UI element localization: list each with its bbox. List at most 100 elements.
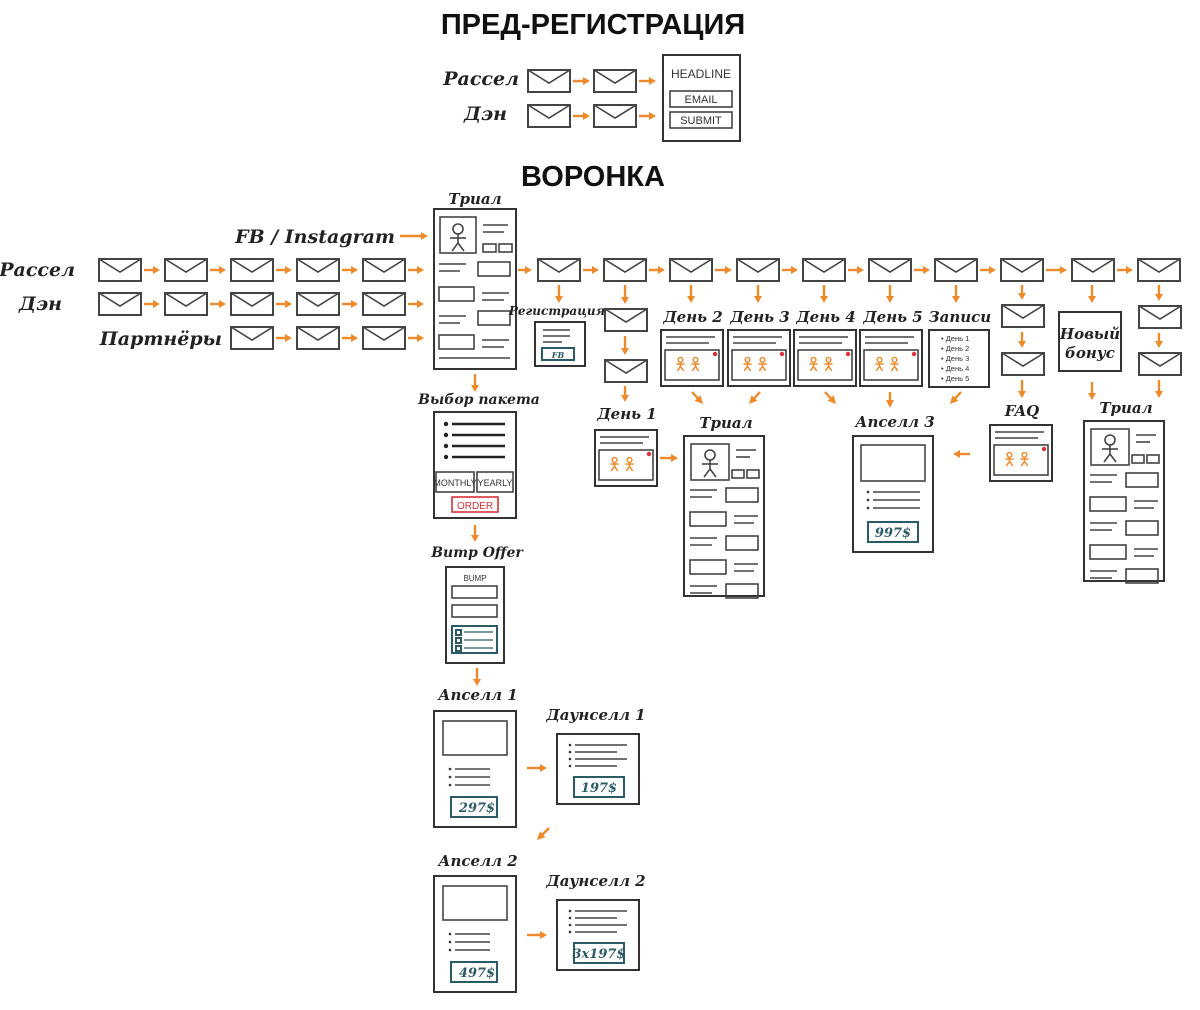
upsell2-page <box>433 875 517 993</box>
envelope-icon <box>868 258 912 282</box>
new-bonus-line2: бонус <box>1065 344 1115 362</box>
trial-mid-label: Триал <box>699 414 752 432</box>
upsell1-page <box>433 710 517 828</box>
downsell2-label: Даунселл 2 <box>545 872 645 890</box>
flow-arrow <box>848 266 864 274</box>
envelope-icon <box>296 326 340 350</box>
records-item-5: • День 5 <box>941 374 969 383</box>
flow-arrow <box>621 386 629 402</box>
trial-right-label: Триал <box>1099 399 1152 417</box>
envelope-icon <box>669 258 713 282</box>
upsell2-label: Апселл 2 <box>437 852 517 870</box>
faq-page <box>989 424 1053 482</box>
pre-reg-dan-label: Дэн <box>463 103 507 125</box>
envelope-icon <box>934 258 978 282</box>
envelope-icon <box>164 258 208 282</box>
pre-reg-russell-label: Рассел <box>442 68 519 90</box>
faq-label: FAQ <box>1004 402 1039 420</box>
envelope-icon <box>527 69 571 93</box>
records-item-4: • День 4 <box>941 364 969 373</box>
flow-arrow <box>144 266 160 274</box>
flow-arrow <box>886 392 894 408</box>
registration-page: FB <box>534 321 586 367</box>
flow-arrow <box>1046 266 1067 274</box>
envelope-icon <box>362 258 406 282</box>
day3-label: День 3 <box>729 308 789 326</box>
pre-reg-arrows <box>573 77 656 120</box>
envelope-icon <box>593 104 637 128</box>
envelope-icon <box>296 292 340 316</box>
upsell1-price: 297$ <box>458 801 495 816</box>
registration-fb: FB <box>551 350 565 360</box>
package-page: MONTHLY YEARLY ORDER <box>433 411 517 519</box>
flow-arrow <box>400 232 428 240</box>
bump-header: BUMP <box>463 574 486 583</box>
flow-arrows <box>144 232 1163 939</box>
envelope-icon <box>1001 352 1045 376</box>
flow-arrow <box>950 391 962 404</box>
flow-arrow <box>342 266 358 274</box>
envelope-icon <box>98 292 142 316</box>
flow-arrow <box>408 334 424 342</box>
flow-arrow <box>583 266 599 274</box>
source-labels: Рассел Дэн Партнёры FB / Instagram <box>0 226 395 350</box>
envelope-icon <box>296 258 340 282</box>
envelope-icon <box>537 258 581 282</box>
envelope-icon <box>1138 352 1182 376</box>
flow-arrow <box>824 391 836 404</box>
title-pre-registration: ПРЕД-РЕГИСТРАЦИЯ <box>441 9 745 41</box>
envelope-icon <box>527 104 571 128</box>
downsell1-price: 197$ <box>581 781 617 796</box>
flow-arrow <box>621 285 629 304</box>
flow-arrow <box>621 336 629 355</box>
flow-arrow <box>1088 382 1096 400</box>
new-bonus-box: Новый бонус <box>1058 311 1122 372</box>
day1-page <box>594 429 658 487</box>
flow-arrow <box>1155 380 1163 398</box>
upsell3-page: 997$ <box>852 435 934 553</box>
flow-arrow <box>471 525 479 542</box>
records-page: • День 1 • День 2 • День 3 • День 4 • Де… <box>928 329 990 388</box>
downsell2-price: 3x197$ <box>573 947 626 962</box>
package-order: ORDER <box>457 501 493 512</box>
envelope-icon <box>604 308 648 332</box>
flow-arrow <box>687 285 695 303</box>
package-yearly: YEARLY <box>478 478 513 488</box>
flow-arrow <box>691 391 703 404</box>
envelope-icon <box>1071 258 1115 282</box>
flow-arrow <box>1155 333 1163 348</box>
flow-arrow <box>1088 285 1096 303</box>
day5-label: День 5 <box>862 308 922 326</box>
source-dan-label: Дэн <box>18 293 62 315</box>
flow-arrow <box>471 374 479 392</box>
fb-instagram-label: FB / Instagram <box>234 226 395 248</box>
records-item-3: • День 3 <box>941 354 969 363</box>
flow-arrow <box>527 764 547 772</box>
envelope-icon <box>604 359 648 383</box>
envelope-icon <box>98 258 142 282</box>
envelope-icon <box>230 258 274 282</box>
envelope-icon <box>362 326 406 350</box>
flow-arrow <box>952 285 960 303</box>
flow-arrow <box>649 266 665 274</box>
flow-arrow <box>749 391 761 404</box>
form-submit: SUBMIT <box>680 115 722 127</box>
records-item-2: • День 2 <box>941 344 969 353</box>
flow-arrow <box>210 300 226 308</box>
flow-arrow <box>1018 380 1026 398</box>
flow-arrow <box>914 266 930 274</box>
flow-arrow <box>527 931 547 939</box>
envelope-icon <box>603 258 647 282</box>
records-label: Записи <box>929 308 991 326</box>
upsell2-price: 497$ <box>459 966 495 981</box>
envelope-icon <box>230 292 274 316</box>
flow-arrow <box>754 285 762 303</box>
flow-arrow <box>555 285 563 303</box>
downsell2-page <box>556 899 640 971</box>
bump-page: BUMP <box>445 566 505 664</box>
flow-arrow <box>980 266 996 274</box>
package-monthly: MONTHLY <box>433 478 476 488</box>
envelope-icon <box>164 292 208 316</box>
flow-arrow <box>276 334 292 342</box>
